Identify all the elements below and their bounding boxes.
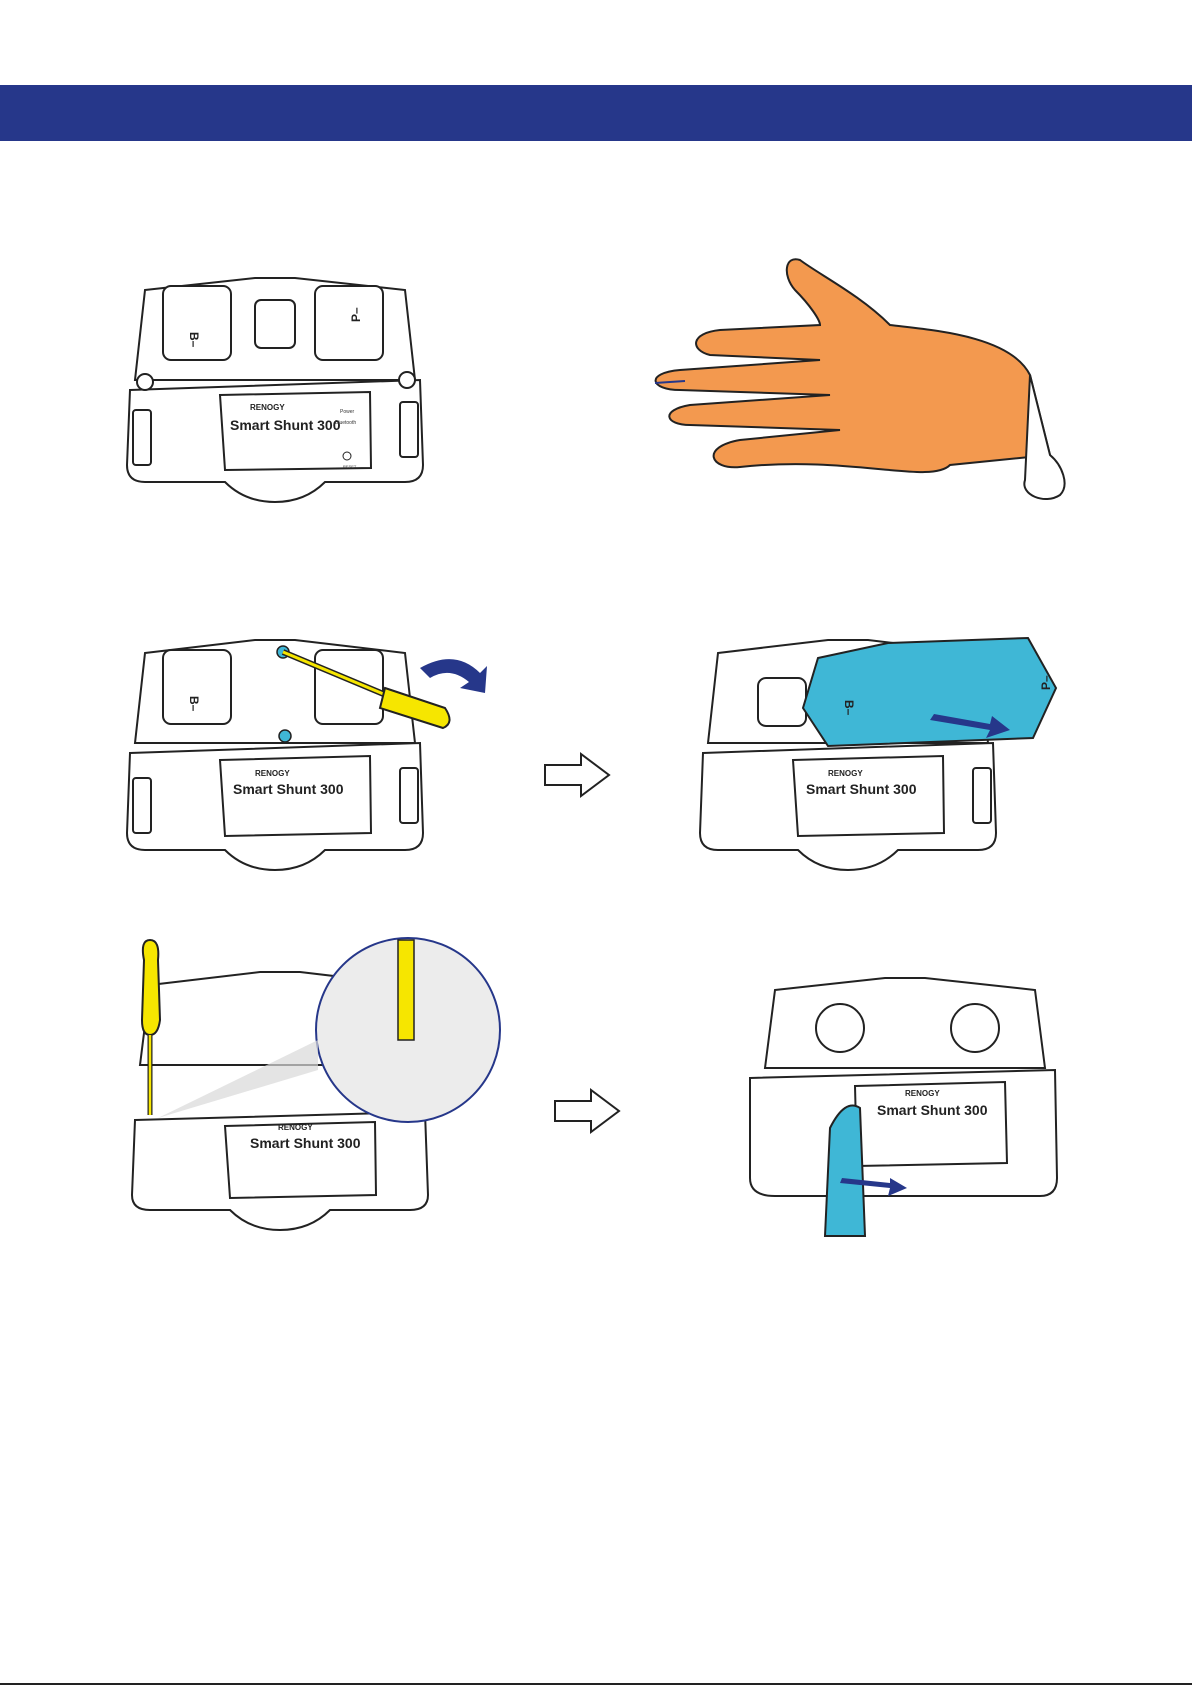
glove-illustration (656, 259, 1050, 472)
figure-cover-removed: RENOGY Smart Shunt 300 (745, 978, 1065, 1248)
brand-label: RENOGY (905, 1089, 940, 1098)
terminal-b-label: B– (842, 700, 856, 716)
figure-pry-cover: RENOGY Smart Shunt 300 (130, 940, 520, 1240)
model-label: Smart Shunt 300 (877, 1102, 988, 1118)
model-label: Smart Shunt 300 (233, 781, 344, 797)
figure-device-front: B– P– RENOGY Smart Shunt 300 Power Bluet… (125, 270, 425, 525)
brand-label: RENOGY (828, 769, 863, 778)
screw-icon (279, 730, 291, 742)
brand-label: RENOGY (255, 769, 290, 778)
terminal-p-label: P– (349, 307, 363, 322)
brand-label: RENOGY (250, 403, 285, 412)
curved-arrow-icon (420, 659, 487, 693)
reset-label: RESET (343, 464, 357, 469)
screwdriver-icon (142, 940, 160, 1115)
header-band (0, 85, 1192, 141)
terminal-b-label: B– (187, 696, 201, 712)
outline-arrow-right-icon (543, 752, 613, 798)
figure-cover-slide: B– P– RENOGY Smart Shunt 300 (698, 628, 1078, 893)
power-led-label: Power (340, 409, 355, 415)
figure-glove (650, 255, 1070, 540)
model-label: Smart Shunt 300 (250, 1135, 361, 1151)
side-cover (825, 1106, 865, 1237)
terminal-cover (803, 638, 1056, 746)
terminal-b-label: B– (187, 332, 201, 348)
bluetooth-led-label: Bluetooth (335, 420, 356, 426)
outline-arrow-right-icon (553, 1088, 623, 1134)
terminal-p-label: P– (1039, 675, 1053, 690)
model-label: Smart Shunt 300 (806, 781, 917, 797)
figure-remove-screw: B– RENOGY Smart Shunt 300 (125, 628, 495, 893)
model-label: Smart Shunt 300 (230, 417, 341, 433)
brand-label: RENOGY (278, 1123, 313, 1132)
